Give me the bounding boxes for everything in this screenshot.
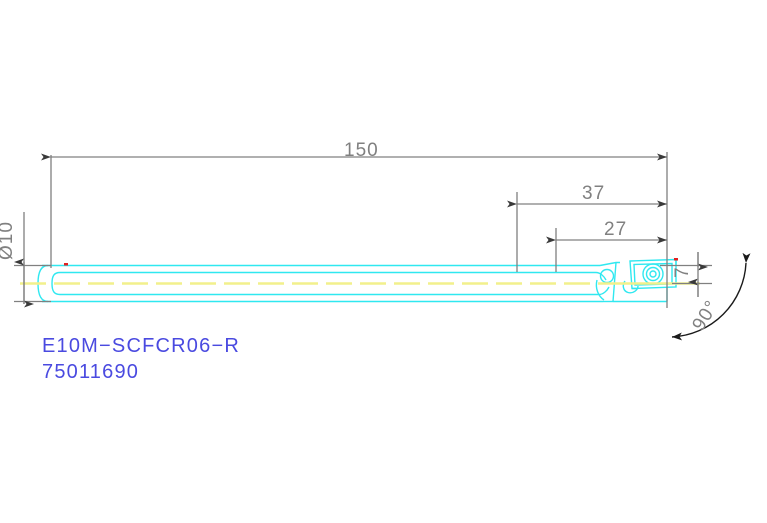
insert-nose bbox=[622, 280, 639, 294]
dim-text-37: 37 bbox=[582, 183, 605, 204]
clamp-screw bbox=[642, 263, 664, 285]
part-number-label: E10M−SCFCR06−R bbox=[42, 335, 240, 357]
dim-text-27: 27 bbox=[604, 219, 627, 240]
dim-text-90deg: 90° bbox=[688, 297, 723, 335]
dim-text-7: 7 bbox=[672, 266, 693, 278]
head-neck bbox=[595, 271, 610, 296]
cutting-head-block bbox=[599, 261, 620, 303]
shank-body bbox=[42, 264, 603, 303]
lead-angle-arc bbox=[671, 252, 751, 341]
item-code-label: 75011690 bbox=[42, 361, 139, 383]
dim-text-dia10: Ø10 bbox=[0, 221, 17, 260]
head-chamfer bbox=[595, 279, 605, 301]
shank-inner-lines bbox=[51, 271, 599, 296]
cad-node-markers bbox=[64, 258, 678, 266]
boring-bar-geometry bbox=[37, 258, 677, 303]
dim-text-150: 150 bbox=[344, 140, 379, 161]
